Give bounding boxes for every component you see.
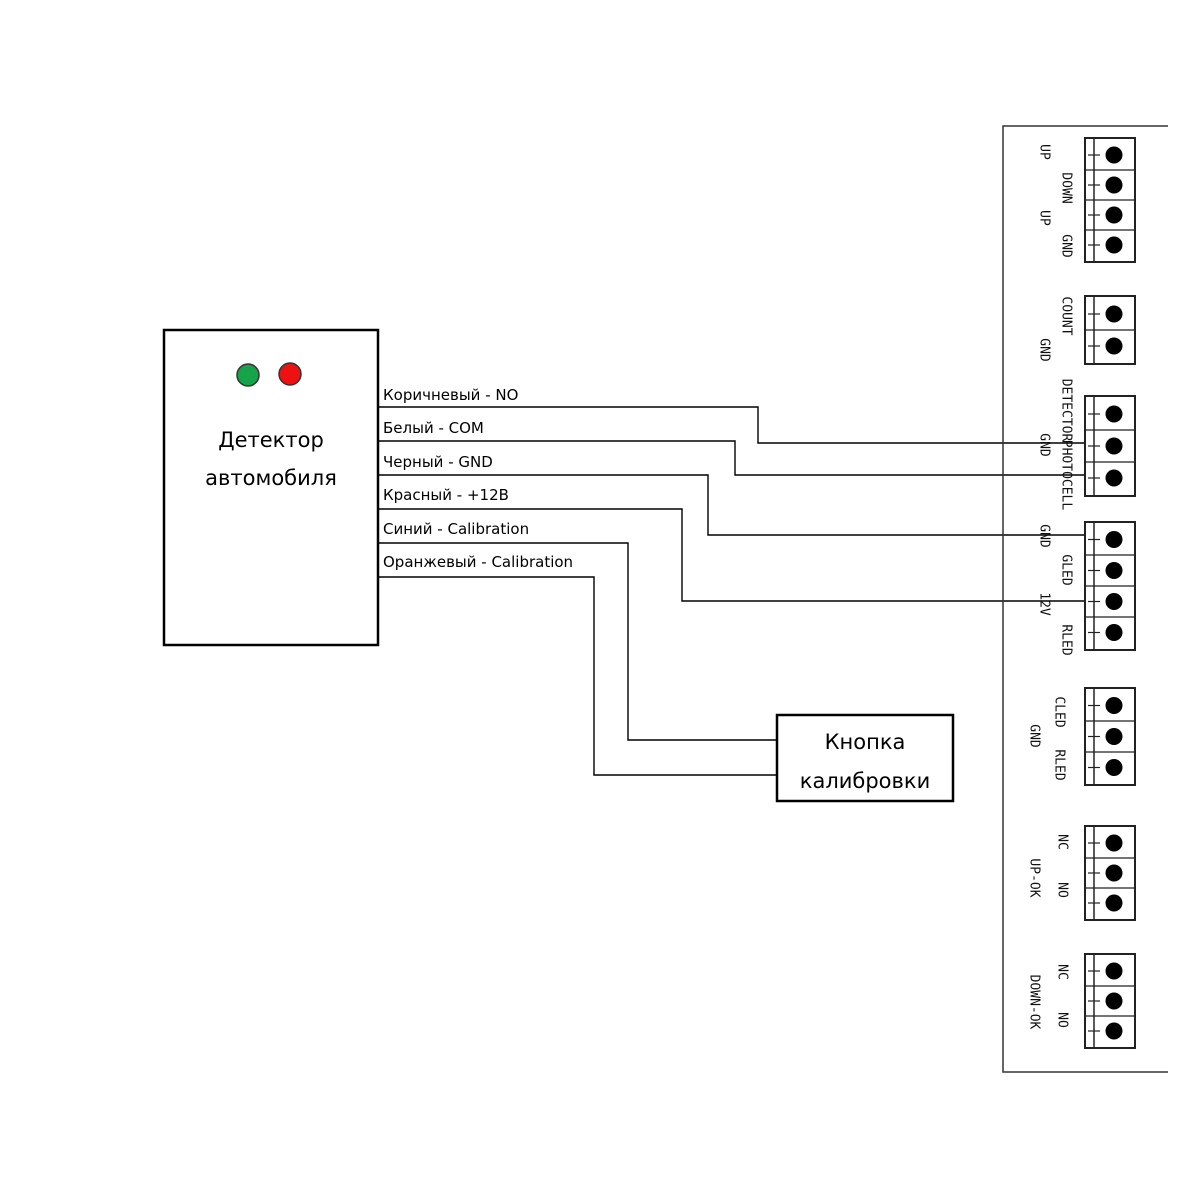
button-title-line2: калибровки: [800, 769, 930, 793]
screw-terminal-icon: [1105, 962, 1123, 980]
screw-terminal-icon: [1105, 531, 1123, 548]
detector-title-line1: Детектор: [218, 428, 324, 452]
terminal-label: COUNT: [1059, 296, 1074, 335]
screw-terminal-icon: [1105, 206, 1123, 224]
terminal-block: [1084, 295, 1136, 365]
wire-label-brown: Коричневый - NO: [383, 386, 518, 404]
screw-terminal-icon: [1105, 176, 1123, 194]
terminal-label: GND: [1027, 724, 1042, 748]
screw-terminal-icon: [1105, 992, 1123, 1010]
terminal-label: NO: [1055, 1012, 1070, 1028]
terminal-label: 12V: [1037, 592, 1052, 616]
screw-terminal-icon: [1105, 593, 1123, 610]
terminal-label: UP-OK: [1027, 858, 1042, 897]
terminal-block: [1084, 137, 1136, 263]
button-title-line1: Кнопка: [825, 730, 906, 754]
terminal-label: GND: [1037, 433, 1052, 457]
screw-terminal-icon: [1105, 146, 1123, 164]
terminal-label: NO: [1055, 882, 1070, 898]
wire-label-black: Черный - GND: [383, 453, 493, 471]
wire-label-red: Красный - +12В: [383, 486, 509, 504]
terminal-label: UP: [1037, 144, 1052, 160]
terminal-blocks: [1084, 137, 1136, 1049]
screw-terminal-icon: [1105, 337, 1123, 355]
terminal-label: NC: [1055, 964, 1070, 980]
screw-terminal-icon: [1105, 759, 1123, 776]
wire-orange: [378, 576, 777, 776]
terminal-block: [1084, 825, 1136, 921]
terminal-label: NC: [1055, 834, 1070, 850]
wire-label-white: Белый - COM: [383, 419, 484, 437]
detector-title-line2: автомобиля: [205, 466, 337, 490]
screw-terminal-icon: [1105, 697, 1123, 714]
terminal-label: RLED: [1052, 749, 1067, 780]
terminal-label: UP: [1037, 210, 1052, 226]
terminal-label: DETECTOR: [1059, 379, 1074, 442]
wires: [378, 406, 1103, 776]
calibration-button-box: [775, 713, 955, 803]
screw-terminal-icon: [1105, 562, 1123, 579]
detector-box: [162, 328, 380, 647]
wire-black: [378, 474, 1103, 536]
terminal-block: [1084, 953, 1136, 1049]
screw-terminal-icon: [1105, 834, 1123, 852]
terminal-label: CLED: [1052, 696, 1067, 727]
terminal-label: DOWN: [1059, 172, 1074, 203]
screw-terminal-icon: [1105, 1022, 1123, 1040]
terminal-block: [1084, 521, 1136, 651]
screw-terminal-icon: [1105, 305, 1123, 323]
screw-terminal-icon: [1105, 437, 1123, 455]
terminal-label: GND: [1059, 234, 1074, 258]
terminal-label: DOWN-OK: [1027, 975, 1042, 1030]
terminal-block: [1084, 687, 1136, 786]
wire-label-orange: Оранжевый - Calibration: [383, 553, 573, 571]
terminal-block: [1084, 395, 1136, 497]
vehicle-detector: Детектор автомобиля: [162, 328, 380, 647]
terminal-label: GLED: [1059, 554, 1074, 585]
wire-brown: [378, 406, 1103, 444]
wire-blue: [378, 542, 777, 741]
screw-terminal-icon: [1105, 624, 1123, 641]
terminal-label: GND: [1037, 524, 1052, 548]
screw-terminal-icon: [1105, 236, 1123, 254]
green-led-icon: [236, 363, 260, 387]
screw-terminal-icon: [1105, 728, 1123, 745]
screw-terminal-icon: [1105, 469, 1123, 487]
terminal-label: RLED: [1059, 624, 1074, 655]
screw-terminal-icon: [1105, 405, 1123, 423]
terminal-label: GND: [1037, 338, 1052, 362]
screw-terminal-icon: [1105, 894, 1123, 912]
wire-white: [378, 440, 1103, 476]
wire-label-blue: Синий - Calibration: [383, 520, 529, 538]
red-led-icon: [278, 362, 302, 386]
screw-terminal-icon: [1105, 864, 1123, 882]
board-outline: [1002, 125, 1168, 1073]
terminal-label: PHOTOCELL: [1059, 440, 1074, 511]
calibration-button: Кнопка калибровки: [775, 713, 955, 803]
wire-labels: Коричневый - NO Белый - COM Черный - GND…: [383, 386, 573, 571]
wire-red: [378, 508, 1103, 602]
